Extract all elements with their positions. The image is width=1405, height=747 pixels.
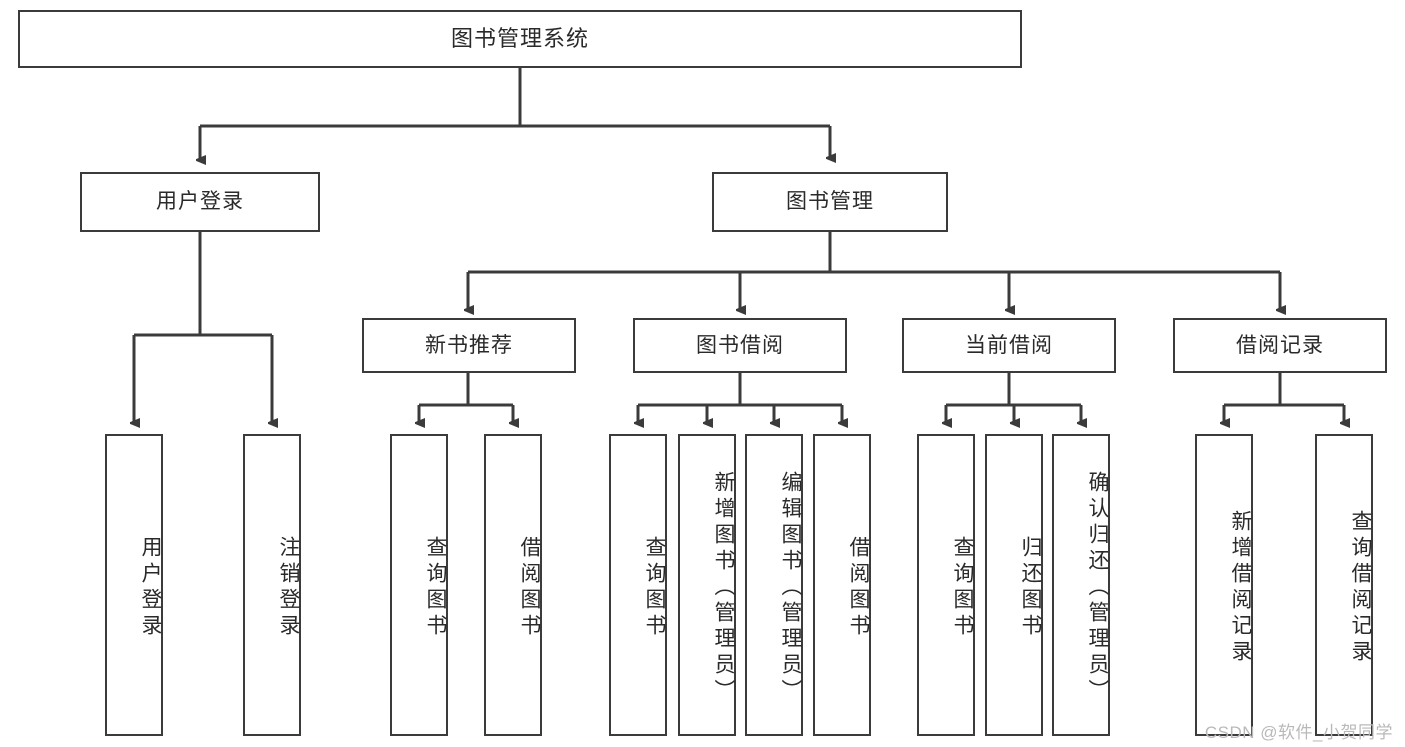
node-root-system[interactable]: 图书管理系统: [18, 10, 1022, 68]
node-new-book-recommendation[interactable]: 新书推荐: [362, 318, 576, 373]
leaf-user-login-signout[interactable]: 注销登录: [243, 434, 301, 736]
leaf-newbook-query-book[interactable]: 查询图书: [390, 434, 448, 736]
node-user-login[interactable]: 用户登录: [80, 172, 320, 232]
node-label: 注销登录: [277, 536, 300, 640]
node-label: 归还图书: [1019, 536, 1042, 640]
leaf-current-query-book[interactable]: 查询图书: [917, 434, 975, 736]
leaf-records-query-record[interactable]: 查询借阅记录: [1315, 434, 1373, 736]
node-borrowing-records[interactable]: 借阅记录: [1173, 318, 1387, 373]
node-label: 借阅记录: [1236, 333, 1324, 357]
node-label: 用户登录: [139, 536, 162, 640]
node-current-borrowing[interactable]: 当前借阅: [902, 318, 1116, 373]
watermark-text: CSDN @软件_小贺同学: [1204, 723, 1393, 742]
leaf-borrow-borrow-book[interactable]: 借阅图书: [813, 434, 871, 736]
node-label: 图书管理系统: [450, 25, 589, 51]
node-label: 当前借阅: [965, 333, 1053, 357]
node-label: 图书借阅: [696, 333, 784, 357]
node-book-borrowing[interactable]: 图书借阅: [633, 318, 847, 373]
leaf-user-login-signin[interactable]: 用户登录: [105, 434, 163, 736]
node-label: 查询借阅记录: [1349, 510, 1372, 666]
node-label: 编辑图书（管理员）: [779, 471, 802, 705]
leaf-records-add-record[interactable]: 新增借阅记录: [1195, 434, 1253, 736]
node-label: 新增图书（管理员）: [712, 471, 735, 705]
node-label: 借阅图书: [847, 536, 870, 640]
leaf-current-return-book[interactable]: 归还图书: [985, 434, 1043, 736]
node-label: 用户登录: [156, 190, 244, 214]
node-label: 查询图书: [424, 536, 447, 640]
node-label: 图书管理: [786, 190, 874, 214]
leaf-borrow-edit-book-admin[interactable]: 编辑图书（管理员）: [745, 434, 803, 736]
node-label: 新书推荐: [425, 333, 513, 357]
leaf-current-confirm-return-admin[interactable]: 确认归还（管理员）: [1052, 434, 1110, 736]
node-label: 查询图书: [951, 536, 974, 640]
node-label: 新增借阅记录: [1229, 510, 1252, 666]
node-label: 借阅图书: [518, 536, 541, 640]
node-book-management[interactable]: 图书管理: [712, 172, 948, 232]
leaf-newbook-borrow-book[interactable]: 借阅图书: [484, 434, 542, 736]
leaf-borrow-query-book[interactable]: 查询图书: [609, 434, 667, 736]
node-label: 确认归还（管理员）: [1086, 471, 1109, 705]
node-label: 查询图书: [643, 536, 666, 640]
leaf-borrow-add-book-admin[interactable]: 新增图书（管理员）: [678, 434, 736, 736]
